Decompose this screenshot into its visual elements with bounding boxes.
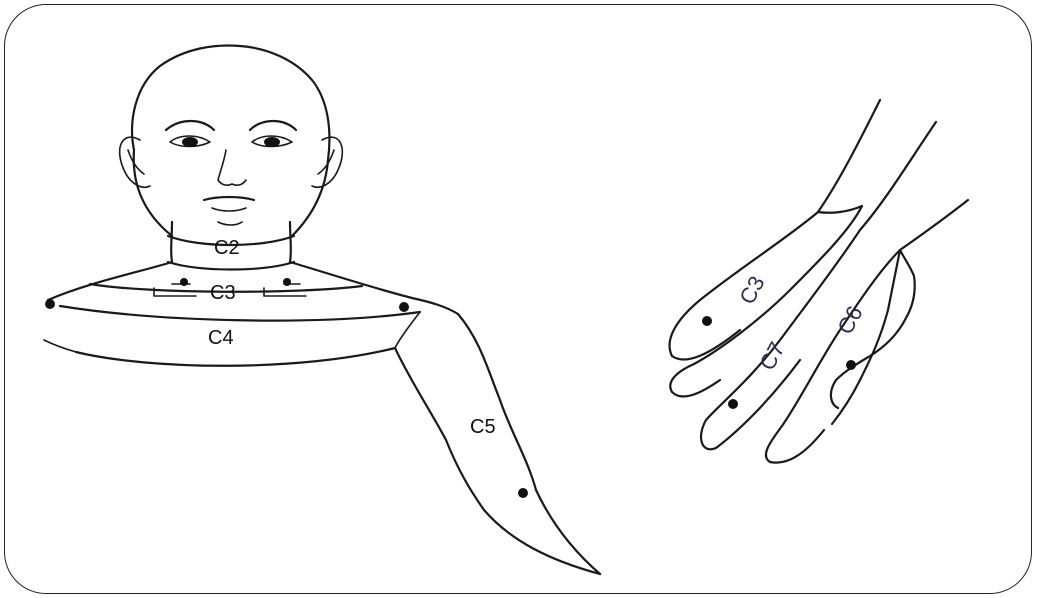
point-c4-left: [45, 299, 55, 309]
point-c4-right: [399, 302, 409, 312]
point-hand-c6: [846, 360, 856, 370]
label-hand-c3: C3: [734, 272, 769, 309]
point-hand-c3: [702, 316, 712, 326]
point-c3-right: [283, 278, 291, 286]
label-c4: C4: [208, 327, 234, 349]
c2-band-bottom: [168, 262, 294, 270]
point-hand-c7: [728, 399, 738, 409]
left-eye: [182, 137, 198, 147]
right-eyebrow: [250, 121, 296, 130]
c4-band-bottom: [60, 306, 420, 321]
point-c5: [518, 488, 528, 498]
hand: [670, 100, 968, 463]
point-c3-left: [180, 278, 188, 286]
left-eyebrow: [166, 121, 214, 130]
c4-region-bottom: [76, 348, 395, 366]
label-c3: C3: [210, 282, 236, 304]
label-c5: C5: [470, 416, 496, 438]
label-c2: C2: [214, 237, 240, 259]
right-eye: [264, 137, 280, 147]
arm: [395, 312, 600, 574]
head: [120, 46, 343, 236]
mouth: [204, 197, 254, 200]
nose: [218, 150, 246, 185]
label-hand-c7: C7: [754, 338, 789, 375]
